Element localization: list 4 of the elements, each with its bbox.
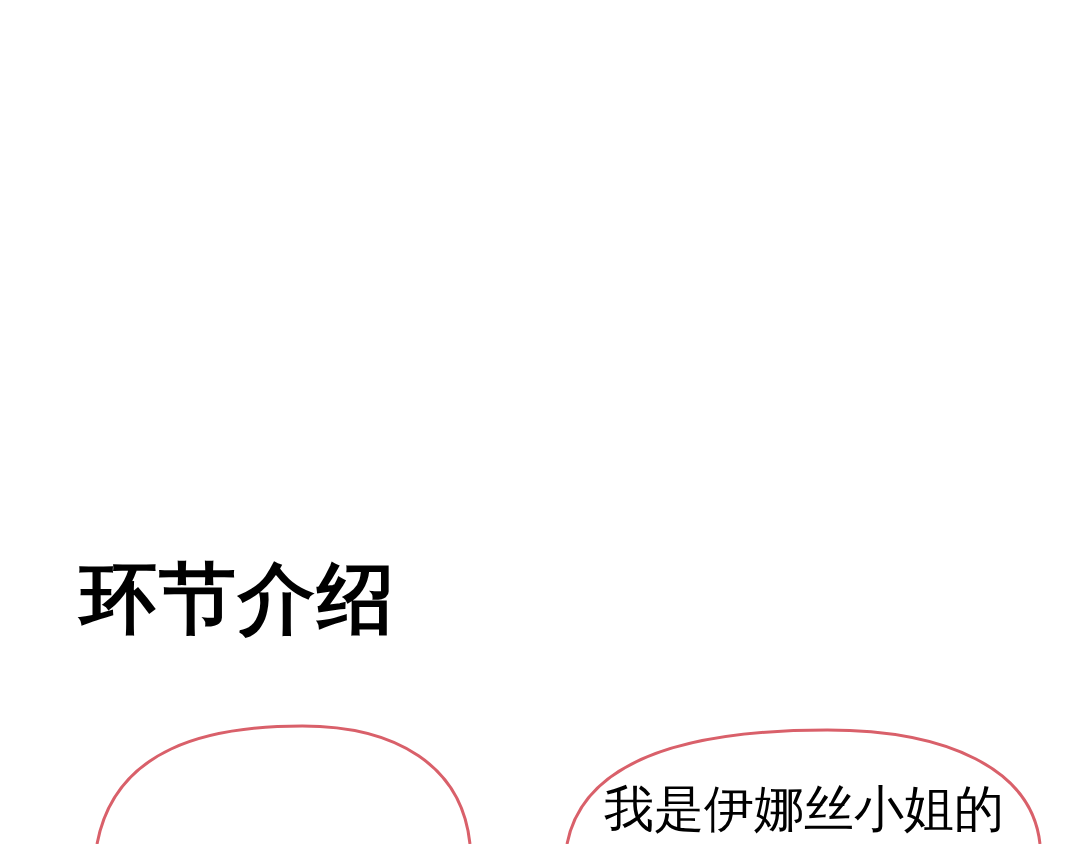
speech-bubble [565,728,1042,844]
bubble-text: 我是伊娜丝小姐的 [602,784,1005,834]
speech-bubble [95,724,472,844]
heading: 环节介绍 [80,560,396,637]
